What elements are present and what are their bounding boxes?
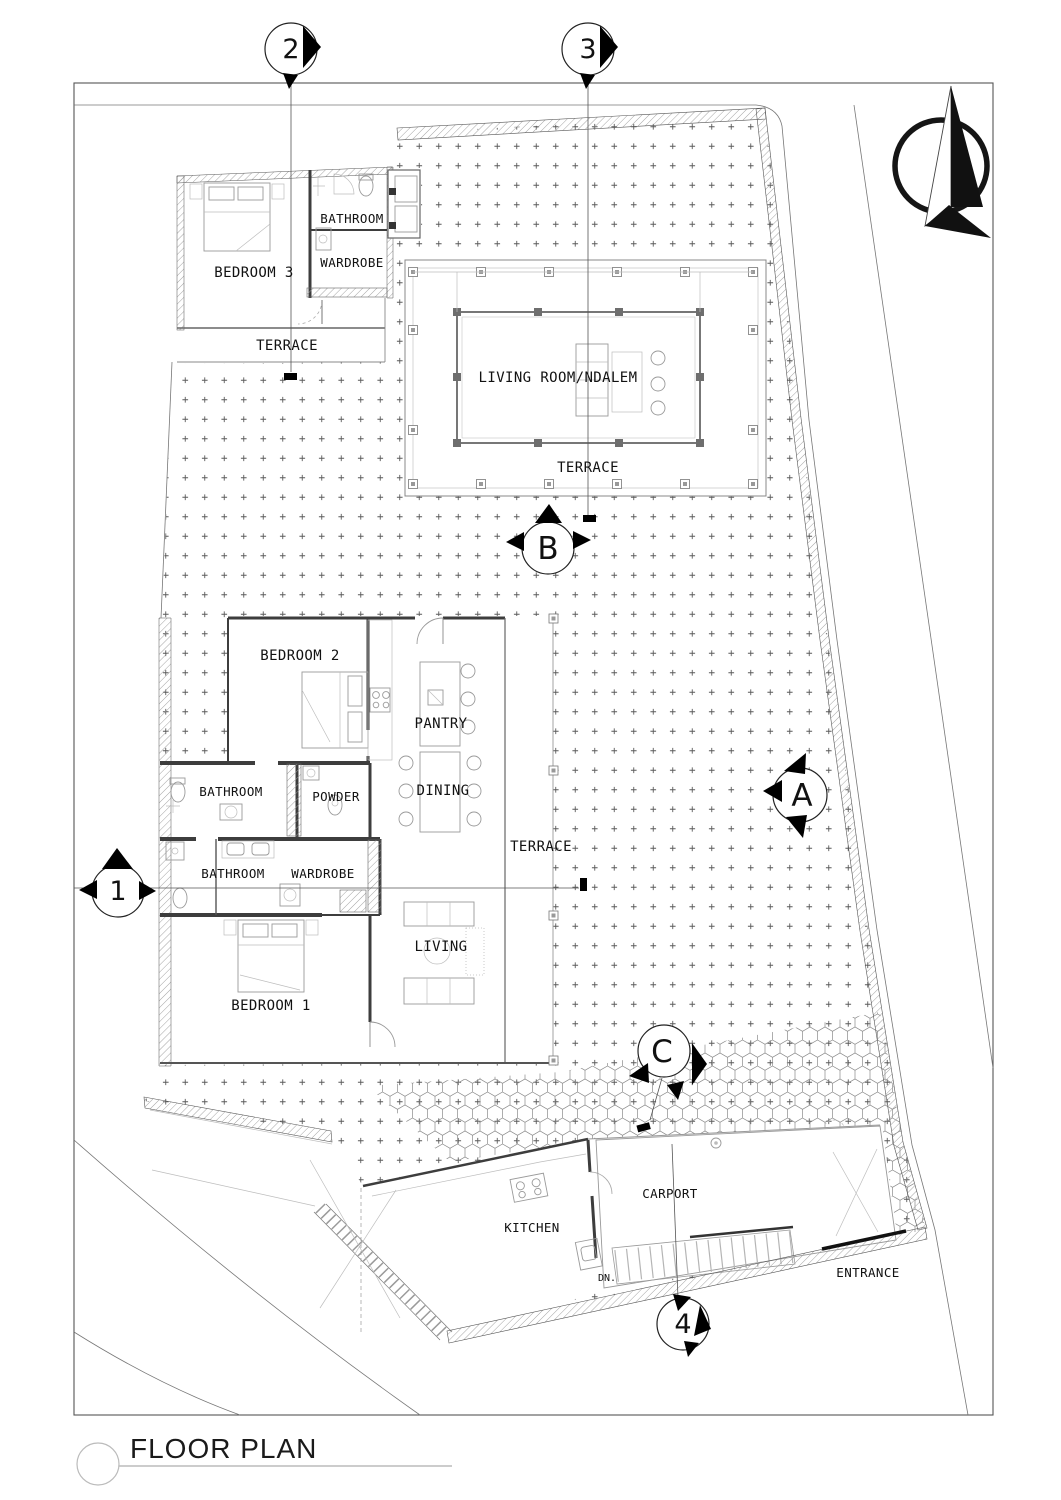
bathroom-lower-fixtures <box>165 840 301 909</box>
building-footprints <box>160 168 898 1336</box>
section-marker-3-label: 3 <box>579 34 596 65</box>
bathroom-upper-fixtures <box>166 777 243 821</box>
powder-fixtures <box>302 765 343 816</box>
pavilion <box>404 259 767 497</box>
section-marker-2: 2 <box>264 22 321 89</box>
room-label-terrace-pavilion: TERRACE <box>557 460 619 476</box>
bed-bedroom3 <box>189 182 285 252</box>
room-label-terrace-north: TERRACE <box>256 338 318 354</box>
terrace-columns <box>548 613 559 1066</box>
room-label-carport: CARPORT <box>642 1186 698 1201</box>
living-sofas <box>403 901 485 1005</box>
section-marker-c: C <box>629 1024 707 1100</box>
entrance-gate <box>821 1229 907 1251</box>
section-marker-c-label: C <box>651 1034 673 1070</box>
section-marker-a-label: A <box>791 778 812 814</box>
room-label-powder: POWDER <box>312 789 360 804</box>
room-label-entrance: ENTRANCE <box>836 1265 899 1280</box>
room-labels: BEDROOM 3 BATHROOM WARDROBE TERRACE LIVI… <box>199 211 899 1284</box>
pavilion-furniture <box>575 343 666 417</box>
kitchen-carport-block <box>149 1109 897 1341</box>
section-marker-b-label: B <box>537 531 558 567</box>
service-structure <box>387 169 421 239</box>
room-label-bedroom-3: BEDROOM 3 <box>214 265 293 281</box>
room-label-living: LIVING <box>415 939 468 955</box>
room-label-bathroom-top: BATHROOM <box>320 211 383 226</box>
dining-table <box>398 751 482 833</box>
room-label-pantry: PANTRY <box>415 716 468 732</box>
title-block: FLOOR PLAN <box>76 1433 452 1486</box>
kitchen-fixtures <box>371 1153 603 1271</box>
room-label-bedroom-2: BEDROOM 2 <box>260 648 339 664</box>
drawing-title: FLOOR PLAN <box>130 1433 317 1464</box>
site-context-lines <box>73 104 994 1416</box>
section-marker-2-label: 2 <box>282 34 299 65</box>
pantry-counter <box>367 619 393 761</box>
site-boundary-walls <box>143 107 928 1344</box>
room-label-living-room-ndalem: LIVING ROOM/NDALEM <box>479 370 638 386</box>
room-label-terrace-east: TERRACE <box>510 839 572 855</box>
section-marker-a: A <box>763 753 828 838</box>
north-arrow-icon <box>892 85 991 238</box>
main-house <box>158 361 559 1067</box>
section-marker-3: 3 <box>561 22 618 89</box>
section-marker-b: B <box>506 504 591 575</box>
room-label-bedroom-1: BEDROOM 1 <box>231 998 310 1014</box>
bed-bedroom1 <box>223 919 319 993</box>
title-bullet-icon <box>76 1442 120 1486</box>
room-label-bathroom-upper: BATHROOM <box>199 784 262 799</box>
room-label-bathroom-lower: BATHROOM <box>201 866 264 881</box>
section-marker-1-label: 1 <box>109 876 126 907</box>
section-marker-4: 4 <box>656 1294 711 1357</box>
bathroom-top-fixtures <box>313 173 374 251</box>
section-marker-1: 1 <box>79 848 156 918</box>
room-label-wardrobe-top: WARDROBE <box>320 255 383 270</box>
room-label-wardrobe-lower: WARDROBE <box>291 866 354 881</box>
room-label-dn: DN. <box>598 1273 616 1284</box>
room-label-dining: DINING <box>417 783 470 799</box>
room-label-kitchen: KITCHEN <box>504 1220 559 1235</box>
drawing-frame <box>73 82 994 1416</box>
section-marker-4-label: 4 <box>674 1309 691 1340</box>
pantry-island <box>419 661 476 747</box>
